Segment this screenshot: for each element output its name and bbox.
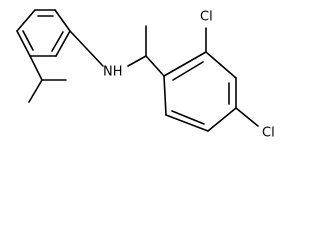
amine-linker: NH — [69, 30, 147, 80]
bond — [163, 75, 167, 116]
bond — [205, 51, 237, 79]
molecule-diagram: NH Cl Cl — [16, 9, 275, 141]
bond — [127, 55, 147, 67]
bond — [163, 51, 207, 77]
bond — [207, 107, 237, 132]
bond — [235, 107, 259, 127]
double-bond-inner — [22, 30, 34, 51]
right-benzene-ring — [163, 51, 237, 132]
chloro-substituents: Cl Cl — [200, 10, 275, 141]
double-bond-inner — [171, 110, 205, 125]
cl-right-label: Cl — [262, 126, 275, 141]
left-benzene-ring — [16, 9, 71, 57]
ethyl-bridge — [145, 25, 165, 77]
bond — [16, 9, 36, 32]
bond — [145, 55, 165, 77]
bond — [29, 55, 43, 81]
double-bond-inner — [172, 61, 204, 81]
isopropyl-group — [28, 55, 67, 103]
bond — [165, 114, 209, 132]
nh-label: NH — [103, 65, 123, 80]
bond — [28, 79, 43, 103]
bond — [16, 30, 31, 57]
double-bond-inner — [51, 31, 64, 52]
bond — [69, 30, 104, 67]
cl-top-label: Cl — [200, 10, 213, 25]
bond — [55, 30, 71, 57]
bond — [54, 9, 71, 32]
